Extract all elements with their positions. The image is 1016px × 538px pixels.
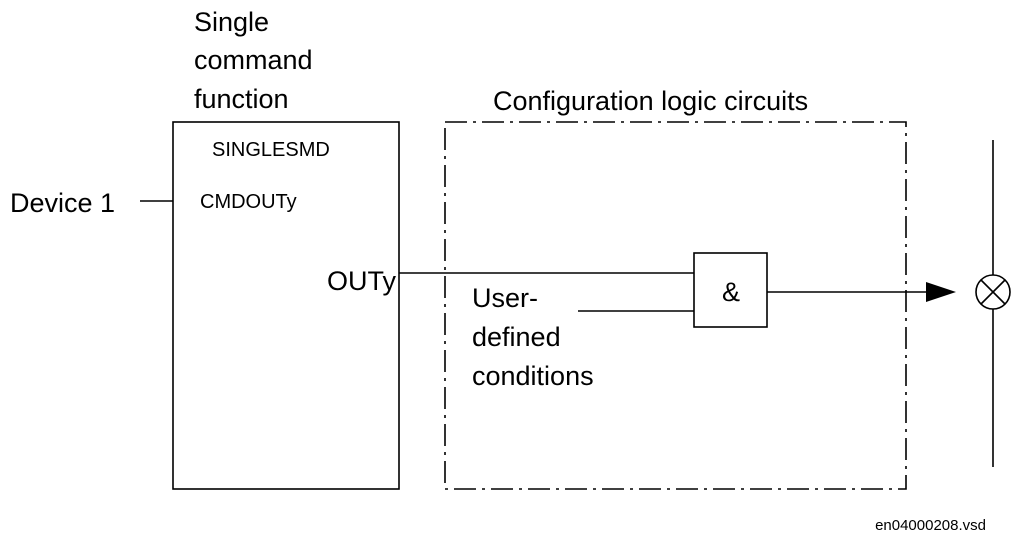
input-source-label: Device 1 [10, 188, 115, 218]
logic-area-title: Configuration logic circuits [493, 86, 808, 116]
function-block [172, 121, 400, 490]
output-arrow-icon [926, 282, 956, 302]
function-title-line-3: function [194, 84, 289, 114]
and-gate [693, 252, 768, 328]
and-gate-symbol: & [722, 277, 740, 307]
function-title-line-1: Single [194, 7, 269, 37]
block-input-label: CMDOUTy [200, 191, 297, 213]
user-condition-line-3: conditions [472, 361, 594, 391]
user-condition-line-1: User- [472, 283, 538, 313]
function-title-line-2: command [194, 45, 313, 75]
block-output-label: OUTy [327, 266, 397, 296]
lamp-cross-b [980, 279, 1006, 305]
user-condition-line-2: defined [472, 322, 561, 352]
logic-area-boundary [444, 121, 907, 490]
file-label: en04000208.vsd [875, 517, 986, 534]
block-name: SINGLESMD [212, 139, 330, 161]
